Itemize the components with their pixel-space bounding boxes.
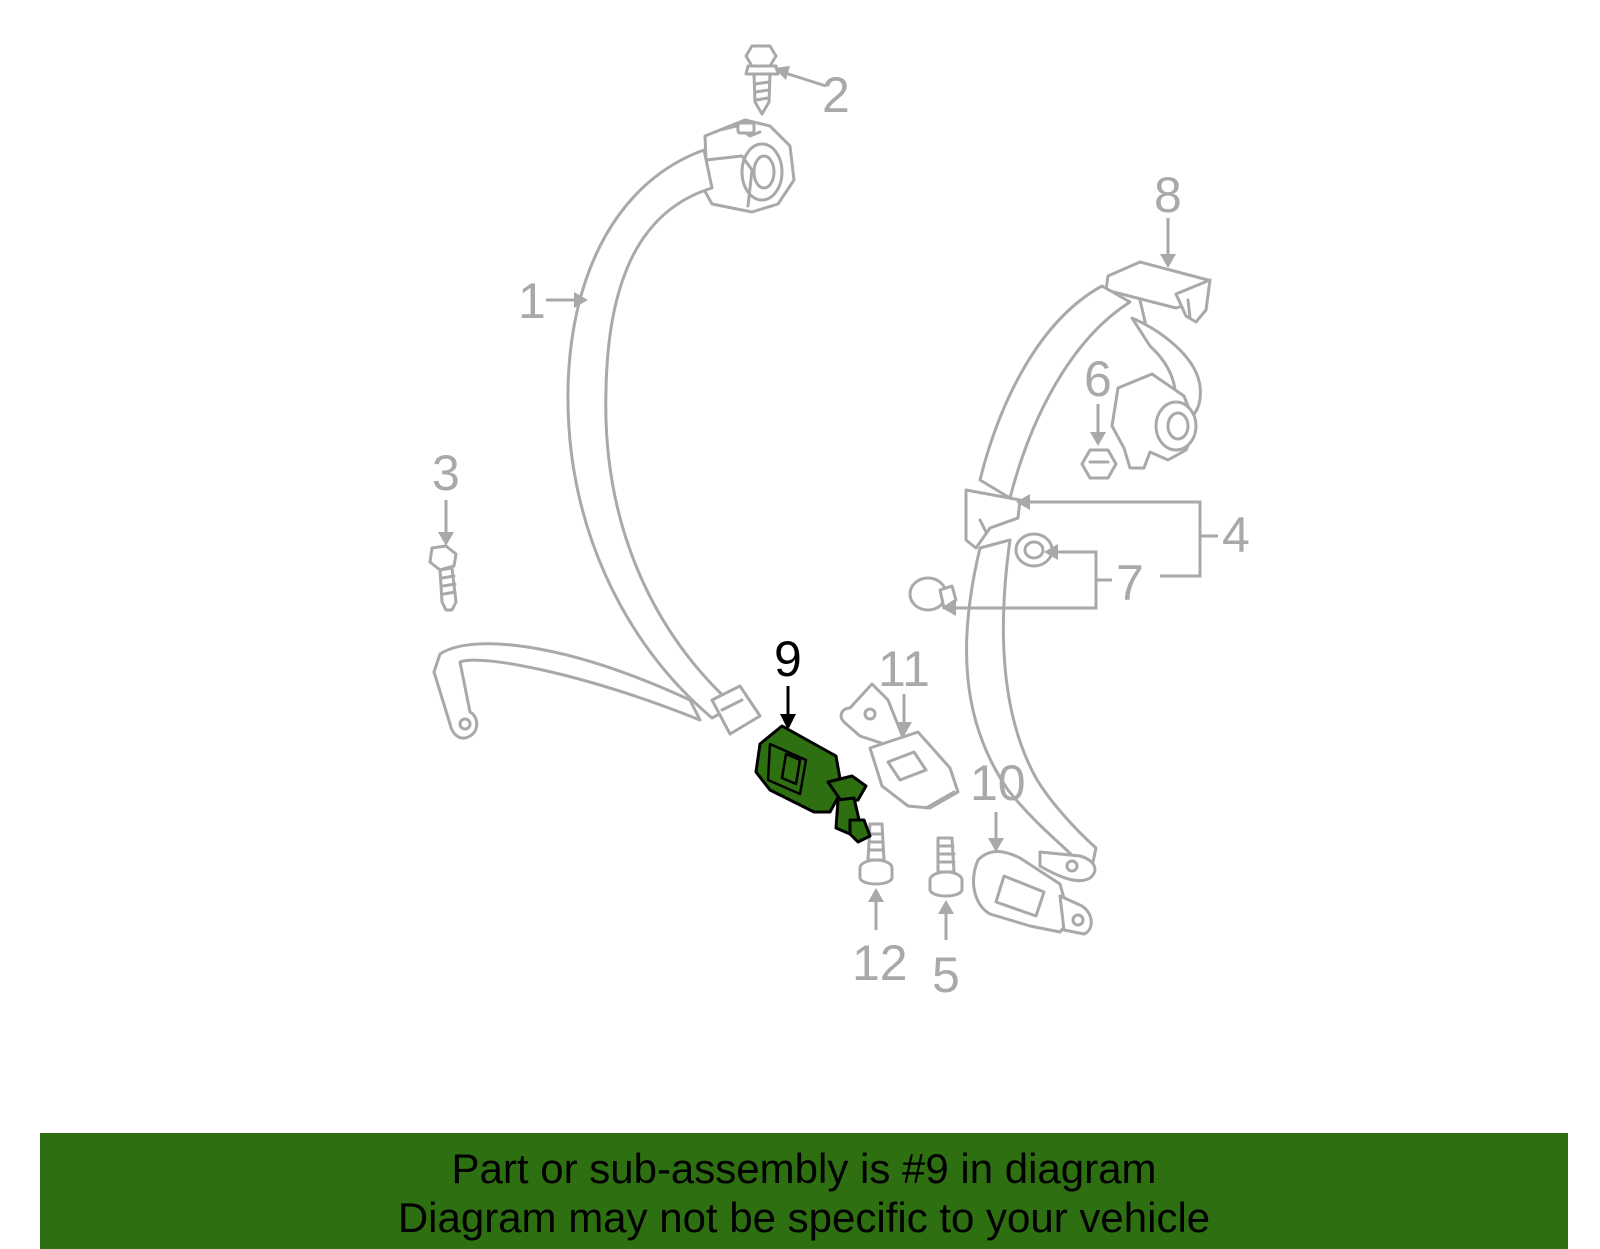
arrowhead-7b (942, 600, 956, 616)
callout-12: 12 (852, 935, 908, 991)
arrowhead-2 (774, 66, 790, 80)
part-9-buckle-highlighted[interactable] (754, 724, 872, 844)
banner-line-disclaimer: Diagram may not be specific to your vehi… (397, 1194, 1211, 1241)
part-10-buckle (972, 850, 1093, 936)
arrowhead-9 (780, 714, 796, 730)
arrowhead-4 (1016, 494, 1030, 510)
part-5-bolt (928, 836, 964, 898)
leader-7 (950, 550, 1112, 610)
arrowhead-11 (896, 722, 912, 736)
callout-4: 4 (1222, 507, 1250, 563)
callout-8: 8 (1154, 167, 1182, 223)
part-4-belt-assembly (964, 284, 1132, 883)
banner-line-part: Part or sub-assembly is #9 in diagram (451, 1145, 1157, 1192)
callout-7: 7 (1116, 555, 1144, 611)
part-3-bolt (428, 544, 458, 612)
callout-1: 1 (518, 273, 546, 329)
part-7-clip-a (1014, 532, 1054, 568)
part-2-bolt (744, 44, 780, 116)
arrowhead-1 (574, 292, 588, 308)
arrowhead-8 (1160, 254, 1176, 268)
callout-10: 10 (970, 755, 1026, 811)
part-6-nut (1080, 448, 1118, 480)
info-banner: Part or sub-assembly is #9 in diagram Di… (40, 1133, 1568, 1249)
arrowhead-12 (868, 888, 884, 902)
arrowhead-10 (988, 838, 1004, 852)
leader-4 (1026, 500, 1218, 578)
callout-6: 6 (1084, 351, 1112, 407)
callout-2: 2 (822, 67, 850, 123)
callout-5: 5 (932, 947, 960, 1003)
leader-2 (781, 70, 827, 88)
arrowhead-3 (438, 532, 454, 546)
part-12-bolt (858, 822, 894, 886)
part-right-retractor (1110, 316, 1202, 470)
part-11-buckle (839, 682, 960, 810)
arrowhead-7a (1044, 544, 1058, 560)
part-1-belt-assembly (432, 118, 796, 740)
arrowhead-5 (938, 900, 954, 914)
callout-9: 9 (774, 631, 802, 687)
callout-3: 3 (432, 445, 460, 501)
callout-11: 11 (878, 641, 930, 697)
arrowhead-6 (1090, 432, 1106, 446)
